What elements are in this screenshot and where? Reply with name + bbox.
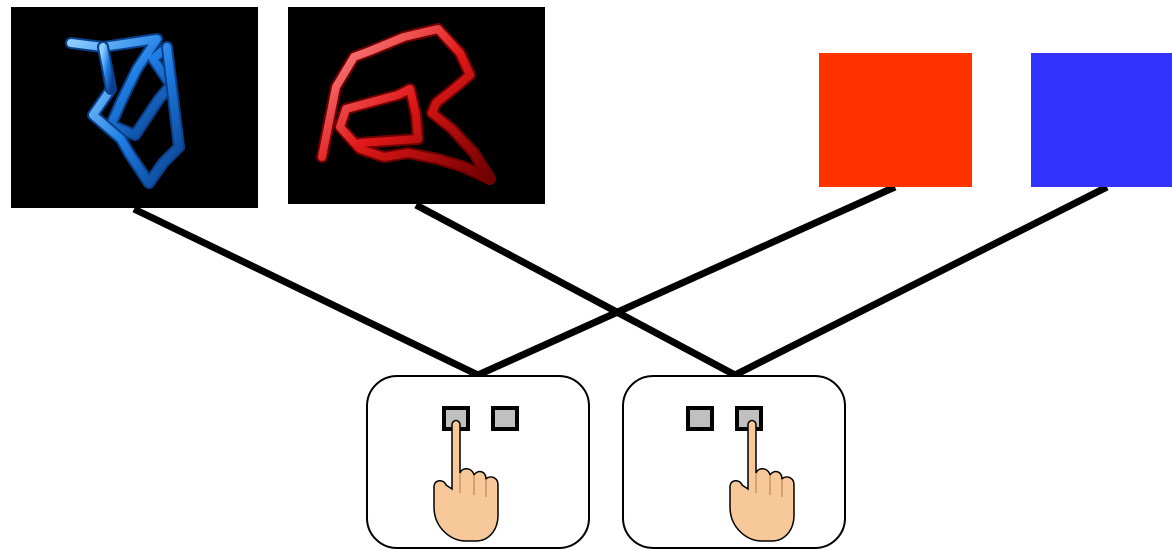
line-blue-shape-to-left-panel xyxy=(132,205,480,379)
left-panel-right-button[interactable] xyxy=(491,406,519,431)
red-tube-drawing xyxy=(316,23,496,185)
pointing-hand-icon xyxy=(433,419,499,542)
blue-tube-drawing xyxy=(65,33,185,189)
left-response-drawing xyxy=(366,375,590,549)
right-panel-left-button[interactable] xyxy=(686,406,714,431)
line-red-square-to-left-panel xyxy=(476,183,897,379)
line-blue-square-to-right-panel xyxy=(733,183,1109,379)
right-response-panel xyxy=(622,375,848,551)
red-square xyxy=(819,53,972,187)
right-response-drawing xyxy=(622,375,846,549)
blue-square xyxy=(1031,53,1172,187)
left-response-panel xyxy=(366,375,592,551)
line-red-shape-to-right-panel xyxy=(414,201,737,379)
pointing-hand-icon xyxy=(729,419,795,542)
red-3d-tube-shape xyxy=(288,7,545,204)
blue-3d-tube-shape xyxy=(11,7,258,208)
